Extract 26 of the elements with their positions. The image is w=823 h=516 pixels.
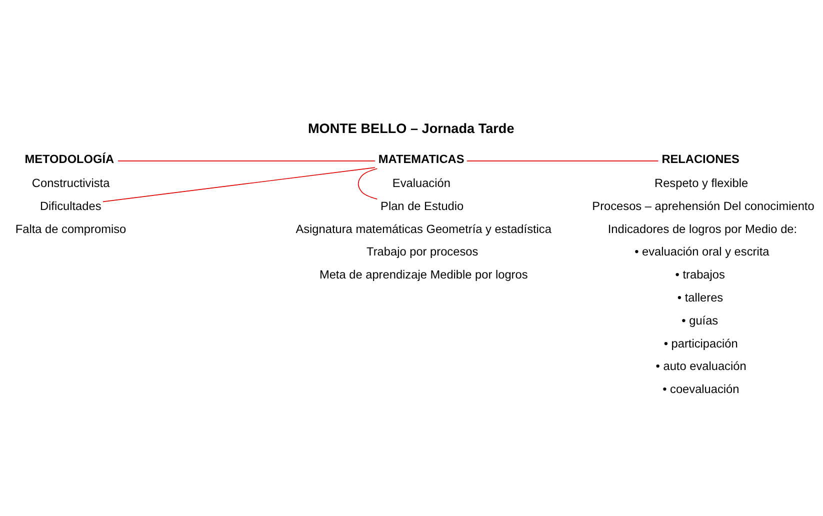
connector (118, 160, 376, 161)
label: Evaluación (392, 175, 450, 190)
label: • evaluación oral y escrita (634, 244, 770, 258)
label: • coevaluación (662, 382, 740, 396)
node-text: RELACIONES (662, 152, 740, 166)
node-text: Dificultades (40, 198, 102, 212)
label: Respeto y flexible (654, 175, 748, 190)
label: Meta de aprendizaje Medible por logros (319, 267, 528, 282)
label: Falta de compromiso (15, 221, 126, 236)
label: • participación (664, 336, 738, 350)
connector (466, 160, 659, 161)
label: Procesos – aprehensión Del conocimiento (592, 198, 814, 212)
node-text: Plan de Estudio (380, 198, 464, 212)
label: • auto evaluación (656, 358, 746, 373)
label: • talleres (677, 290, 724, 304)
label: Trabajo por procesos (366, 244, 478, 258)
node-text: METODOLOGÍA (24, 152, 114, 166)
label: Constructivista (32, 175, 110, 190)
diagram-title: MONTE BELLO – Jornada Tarde (308, 120, 514, 136)
label: Indicadores de logros por Medio de: (608, 221, 798, 236)
connector (102, 166, 376, 202)
label: • guías (682, 312, 718, 327)
node-text: MATEMATICAS (378, 152, 464, 166)
connector (358, 168, 378, 200)
label: Asignatura matemáticas Geometría y estadística (296, 221, 552, 236)
label: • trabajos (675, 267, 725, 282)
